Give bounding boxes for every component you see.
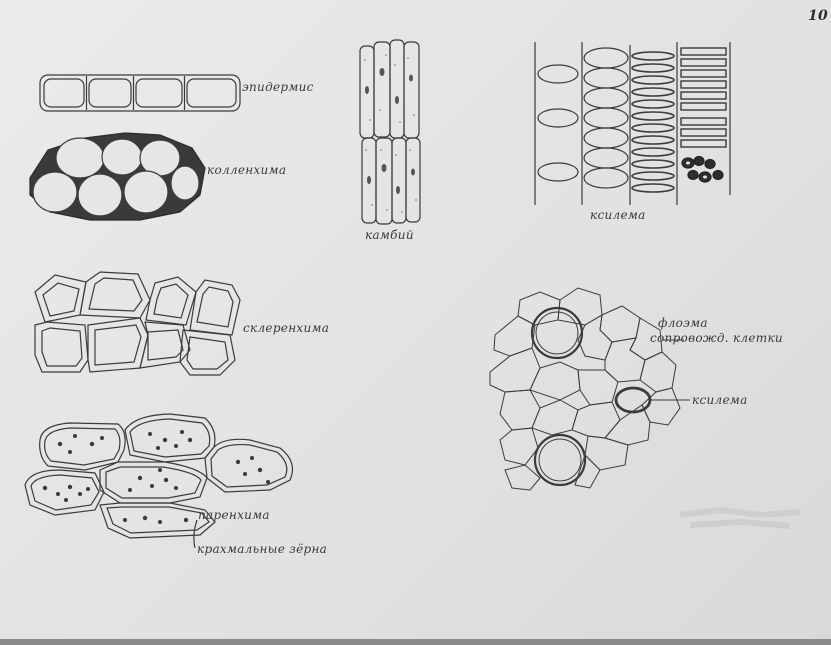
label-xylem-top: ксилема	[590, 208, 646, 222]
pencil-smudge	[680, 510, 800, 526]
parenchyma-drawing	[25, 414, 292, 548]
label-sclerenchyma: склеренхима	[243, 321, 329, 335]
label-xylem-bundle: ксилема	[692, 393, 748, 407]
label-epidermis: эпидермис	[242, 80, 314, 94]
label-parenchyma: паренхима	[198, 508, 270, 522]
label-cambium: камбий	[365, 228, 414, 242]
epidermis-drawing	[40, 75, 240, 111]
collenchyma-drawing	[30, 133, 205, 220]
label-companion-cells: сопровожд. клетки	[650, 331, 783, 345]
cambium-drawing	[360, 40, 420, 224]
sclerenchyma-drawing	[35, 272, 240, 375]
xylem-vessels-drawing	[535, 42, 730, 205]
label-phloem: флоэма	[658, 316, 708, 330]
label-collenchyma: колленхима	[207, 163, 286, 177]
page-number: 10	[808, 8, 828, 24]
label-starch-grains: крахмальные зёрна	[197, 542, 327, 556]
